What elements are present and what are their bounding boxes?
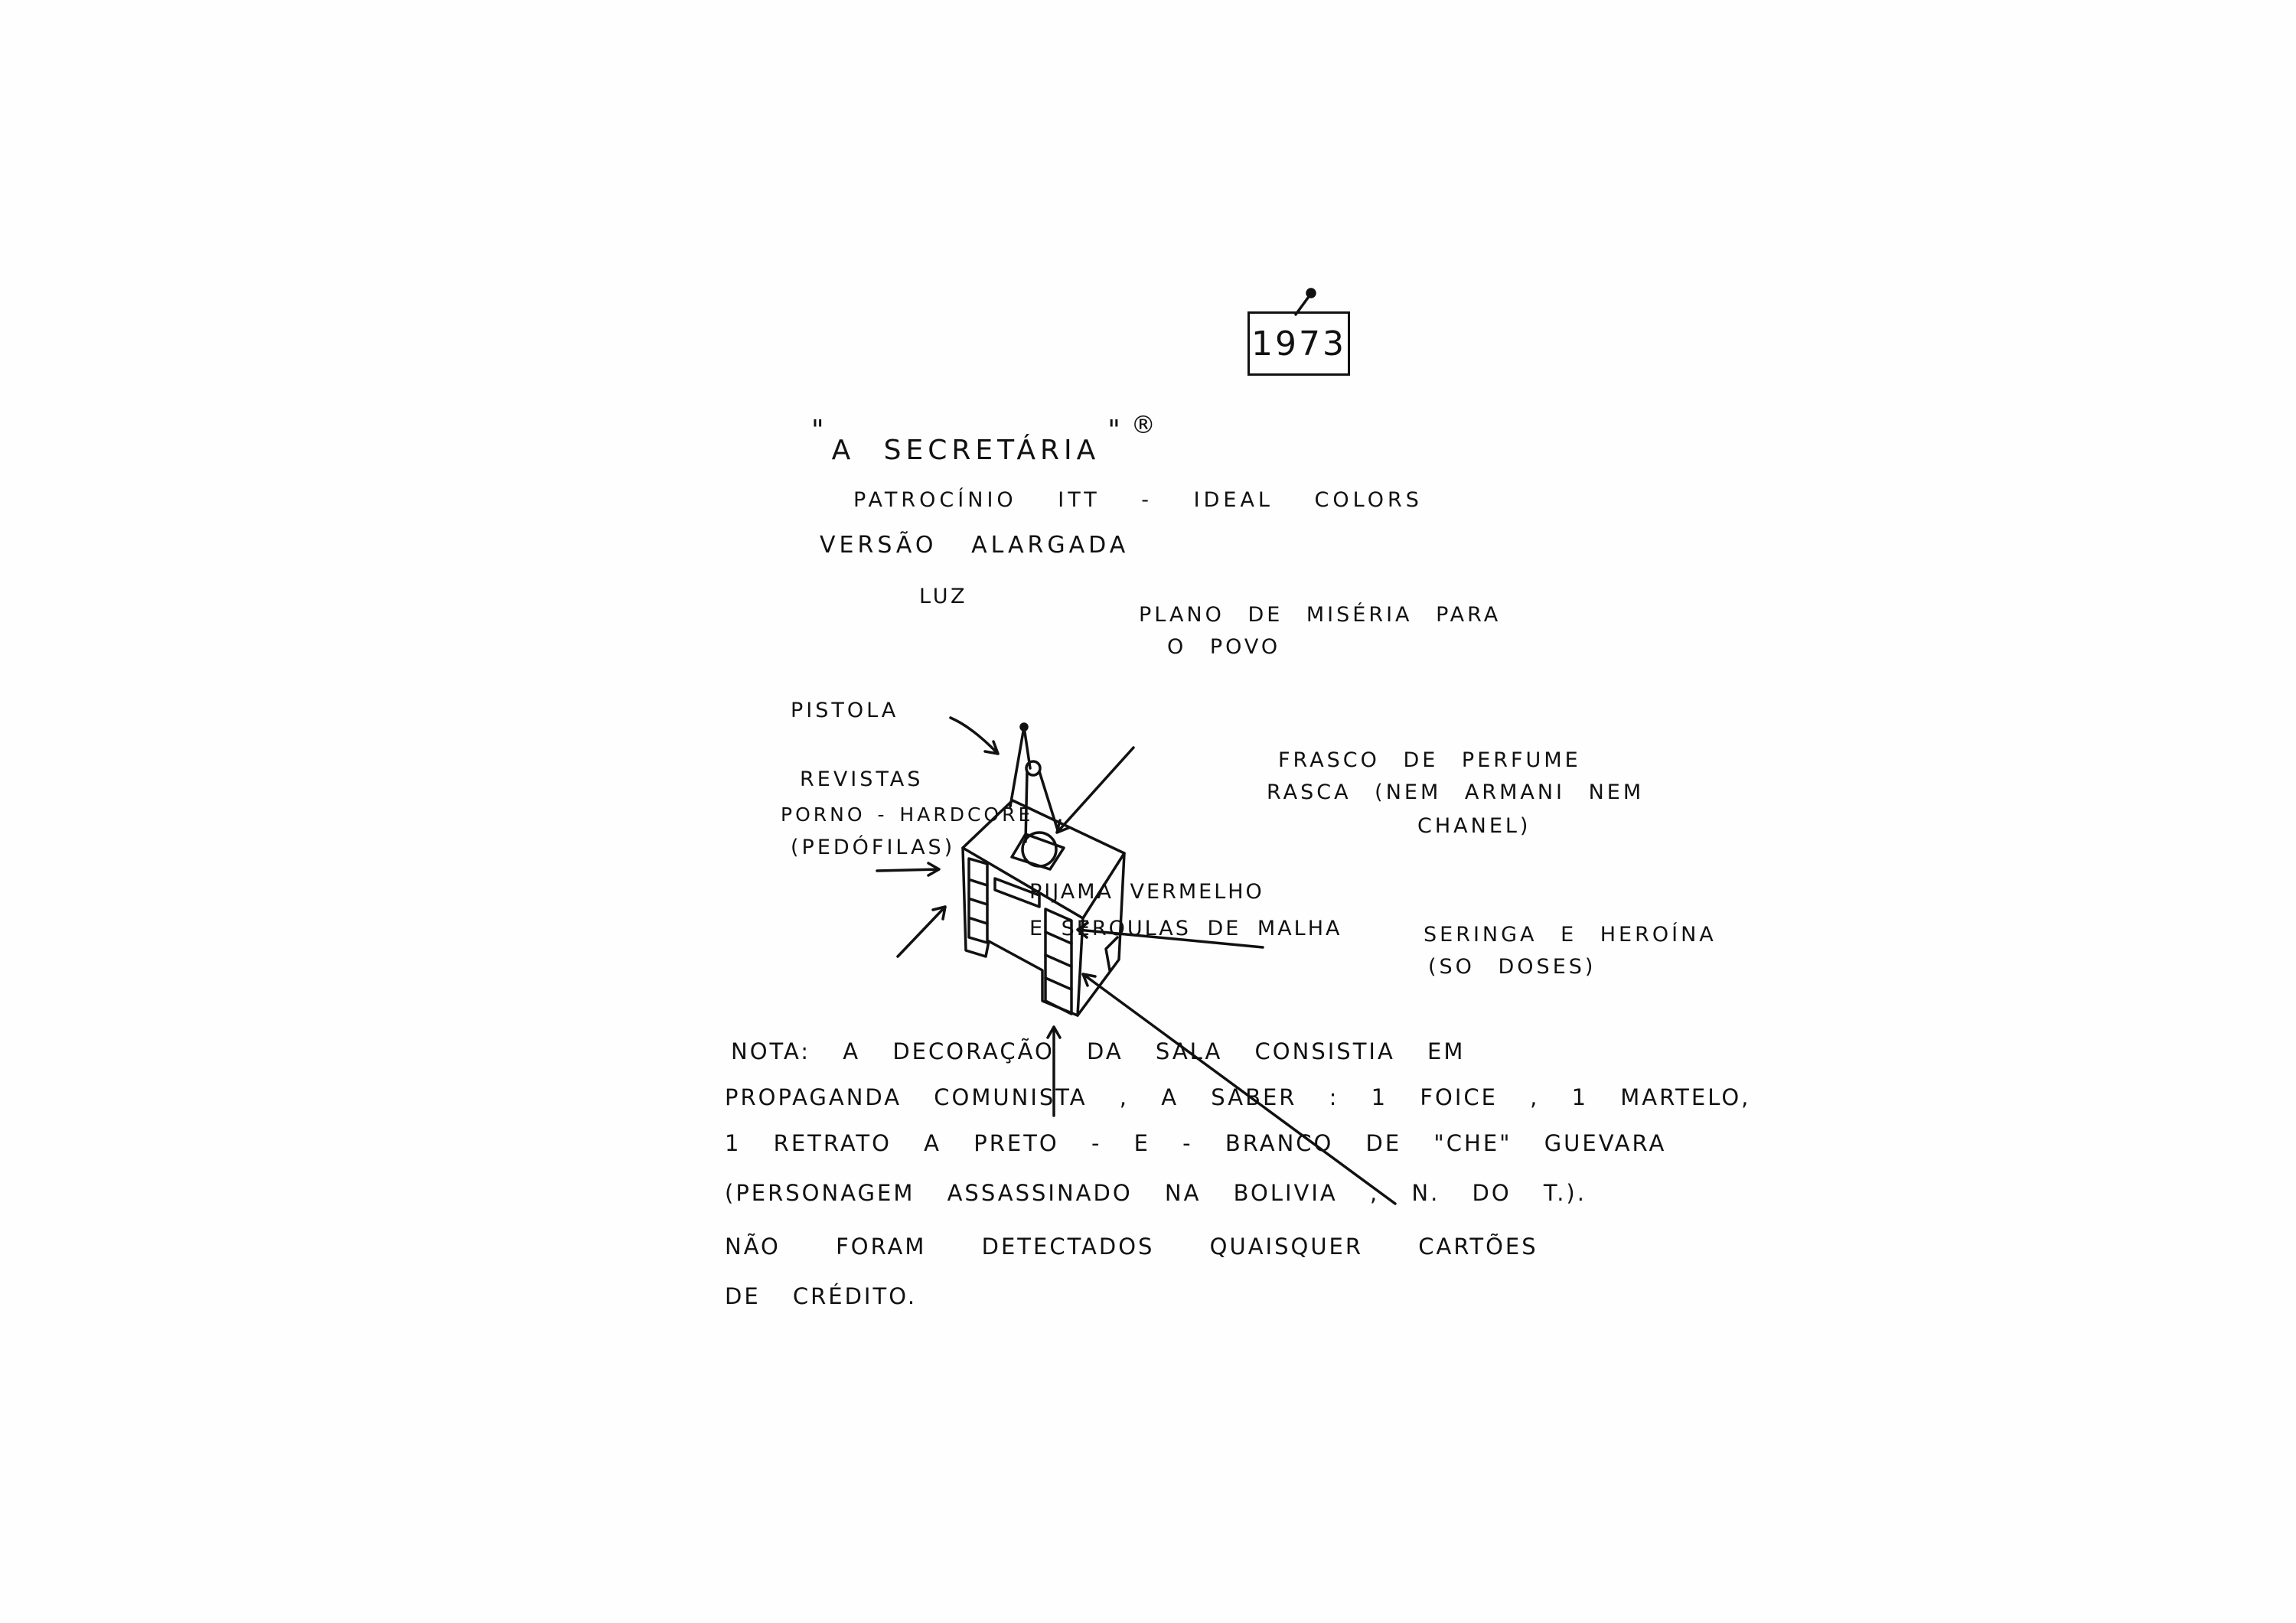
note-line: PROPAGANDA COMUNISTA , A SABER : 1 FOICE… [725, 1084, 1751, 1110]
label-plano-1: PLANO DE MISÉRIA PARA [1139, 603, 1502, 627]
note-line: NOTA: A DECORAÇÃO DA SALA CONSISTIA EM [731, 1038, 1466, 1064]
arrow-plano [1055, 746, 1135, 834]
label-frasco-2: RASCA (NEM ARMANI NEM [1267, 781, 1645, 804]
label-frasco-1: FRASCO DE PERFUME [1278, 748, 1581, 772]
label-plano-2: O POVO [1167, 635, 1281, 659]
sponsor-line: PATROCÍNIO ITT - IDEAL COLORS [853, 488, 1423, 512]
arrow-seringa [1081, 973, 1397, 1205]
note-line: NÃO FORAM DETECTADOS QUAISQUER CARTÕES [725, 1234, 1538, 1260]
label-luz: LUZ [919, 585, 968, 608]
label-seringa-1: SERINGA E HEROÍNA [1424, 923, 1717, 947]
label-pistola: PISTOLA [791, 699, 899, 722]
label-arrows [876, 716, 1397, 1205]
arrow-pistola [876, 862, 941, 877]
pin-head [1306, 288, 1316, 298]
registered-mark: ® [1130, 410, 1156, 439]
arrow-pijama [1046, 1025, 1062, 1117]
label-revistas-3: (PEDÓFILAS) [791, 836, 956, 859]
desk [961, 799, 1126, 1017]
title: A SECRETÁRIA [831, 435, 1101, 466]
label-revistas-2: PORNO - HARDCORE [781, 803, 1034, 826]
label-pijama-1: PIJAMA VERMELHO [1029, 880, 1264, 904]
label-seringa-2: (SO DOSES) [1428, 955, 1596, 979]
note-line: 1 RETRATO A PRETO - E - BRANCO DE "CHE" … [725, 1130, 1667, 1156]
title-open-quote: " [811, 415, 824, 446]
label-revistas-1: REVISTAS [800, 768, 924, 791]
year-box: 1973 [1247, 311, 1350, 376]
label-pijama-2: E SEROULAS DE MALHA [1029, 917, 1342, 940]
arrow-frasco [1076, 921, 1264, 949]
arrow-revistas [896, 905, 947, 958]
arrow-luz [949, 716, 1000, 755]
version-line: VERSÃO ALARGADA [820, 532, 1130, 559]
label-frasco-3: CHANEL) [1417, 814, 1531, 838]
globe [1010, 831, 1065, 871]
title-close-quote: " [1107, 415, 1120, 446]
note-line: DE CRÉDITO. [725, 1283, 918, 1309]
note-line: (PERSONAGEM ASSASSINADO NA BOLIVIA , N. … [725, 1180, 1587, 1206]
title-row: " A SECRETÁRIA " ® [804, 412, 1156, 466]
lamp [1009, 722, 1059, 843]
pin-line [1294, 293, 1312, 316]
